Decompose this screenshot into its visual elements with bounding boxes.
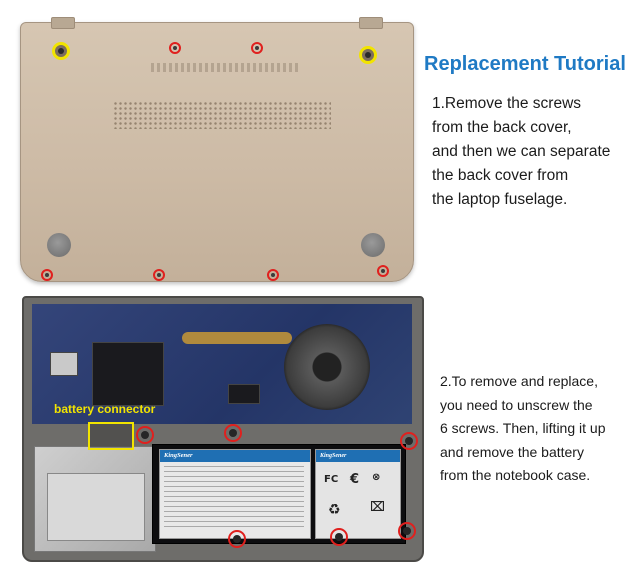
hinge-left — [51, 17, 75, 29]
cooling-fan — [284, 324, 370, 410]
screw-marker-red — [153, 269, 165, 281]
wifi-card — [50, 352, 78, 376]
drive-bay — [34, 446, 156, 552]
step-2-line: from the notebook case. — [440, 467, 591, 483]
battery-screw-marker — [136, 426, 154, 444]
step-2-text: 2.To remove and replace, you need to uns… — [440, 370, 605, 488]
battery-spec-text — [164, 466, 304, 528]
rubber-foot — [47, 233, 71, 257]
battery-screw-marker — [228, 530, 246, 548]
step-1-line: 1.Remove the screws — [432, 95, 582, 112]
battery: KingSener KingSener FC € ⊗ ♻ ⌧ — [152, 444, 406, 544]
rubber-foot — [361, 233, 385, 257]
battery-connector-highlight — [88, 422, 134, 450]
battery-screw-marker — [400, 432, 418, 450]
step-1-text: 1.Remove the screws from the back cover,… — [432, 92, 610, 212]
step-2-line: 6 screws. Then, lifting it up — [440, 420, 606, 436]
cpu-chip — [92, 342, 164, 406]
screw-marker-red — [41, 269, 53, 281]
step-1-line: and then we can separate — [432, 143, 611, 160]
battery-cert-label: KingSener FC € ⊗ ♻ ⌧ — [315, 449, 401, 539]
step-2-line: you need to unscrew the — [440, 396, 593, 413]
battery-brand: KingSener — [160, 450, 310, 462]
regulatory-label — [151, 63, 301, 72]
fc-mark-icon: FC — [324, 474, 339, 485]
tutorial-title: Replacement Tutorial — [424, 53, 626, 75]
hinge-right — [359, 17, 383, 29]
battery-connector-label: battery connector — [54, 402, 156, 416]
step-1-line: the laptop fuselage. — [432, 191, 568, 208]
step-1-line: the back cover from — [432, 167, 569, 184]
step-1-line: from the back cover, — [432, 119, 572, 136]
drive — [47, 473, 145, 541]
step-2-line: and remove the battery — [440, 443, 584, 460]
battery-screw-marker — [224, 424, 242, 442]
chip — [228, 384, 260, 404]
laptop-internals-photo: KingSener KingSener FC € ⊗ ♻ ⌧ — [22, 296, 424, 562]
rohs-mark-icon: ⊗ — [372, 472, 381, 483]
battery-brand-small: KingSener — [316, 450, 400, 462]
screw-marker-red — [169, 42, 181, 54]
step-2-line: 2.To remove and replace, — [440, 373, 598, 389]
ce-mark-icon: € — [350, 472, 360, 487]
screw-marker-red — [251, 42, 263, 54]
motherboard — [32, 304, 412, 424]
screw-marker-red — [377, 265, 389, 277]
screw-marker-yellow — [359, 46, 377, 64]
battery-main-label: KingSener — [159, 449, 311, 539]
battery-screw-marker — [398, 522, 416, 540]
recycle-icon: ♻ — [328, 502, 341, 518]
battery-screw-marker — [330, 528, 348, 546]
no-bin-icon: ⌧ — [370, 500, 385, 515]
vent-grille — [113, 101, 331, 129]
screw-marker-red — [267, 269, 279, 281]
screw-marker-yellow — [52, 42, 70, 60]
laptop-back-cover-photo — [20, 17, 414, 282]
heat-pipe — [182, 332, 292, 344]
